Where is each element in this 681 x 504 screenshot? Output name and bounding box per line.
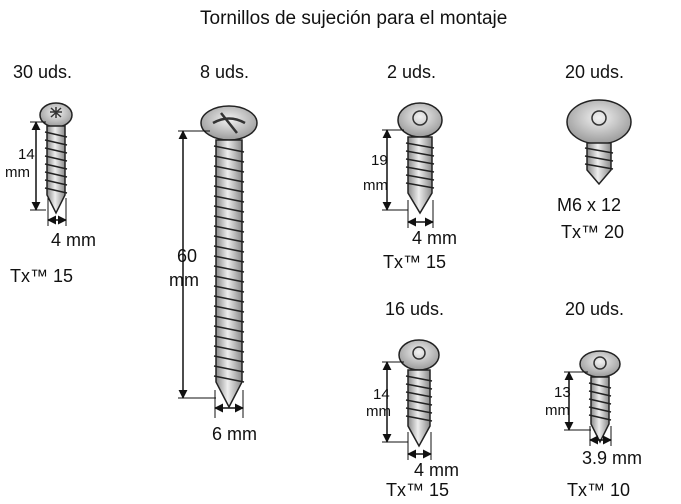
- screw-6-diameter: 3.9 mm: [582, 448, 643, 468]
- screw-3-quantity: 2 uds.: [387, 62, 437, 82]
- page-title: Tornillos de sujeción para el montaje: [200, 8, 508, 29]
- screw-1-quantity: 30 uds.: [13, 62, 73, 82]
- screw-4-quantity: 20 uds.: [565, 62, 625, 82]
- screw-3-drawing: [382, 102, 443, 228]
- screw-1-diameter: 4 mm: [51, 230, 96, 250]
- screw-3-length-unit: mm: [363, 177, 388, 194]
- screw-4-drive: Tx™ 20: [561, 222, 625, 242]
- screw-2-diameter: 6 mm: [212, 424, 257, 444]
- screw-6-drawing: [564, 350, 621, 446]
- screw-6-quantity: 20 uds.: [565, 299, 625, 319]
- screw-2-quantity: 8 uds.: [200, 62, 250, 82]
- screw-6-drive: Tx™ 10: [567, 480, 631, 500]
- screw-3-length: 19: [371, 152, 388, 169]
- screw-5-diameter: 4 mm: [414, 460, 459, 480]
- screw-2-length: 60: [177, 246, 198, 266]
- screw-5-drive: Tx™ 15: [386, 480, 450, 500]
- screw-1-drawing: [30, 102, 73, 226]
- screw-1-length-unit: mm: [5, 164, 30, 181]
- screw-2-drawing: [178, 105, 258, 418]
- screw-5-quantity: 16 uds.: [385, 299, 445, 319]
- screw-2-length-unit: mm: [169, 270, 199, 290]
- screw-1-drive: Tx™ 15: [10, 266, 74, 286]
- screw-4-size: M6 x 12: [557, 195, 622, 215]
- screw-6-length: 13: [554, 384, 571, 401]
- screw-3-diameter: 4 mm: [412, 228, 457, 248]
- screw-3-drive: Tx™ 15: [383, 252, 447, 272]
- screw-1-length: 14: [18, 146, 35, 163]
- screw-5-length-unit: mm: [366, 403, 391, 420]
- screw-5-length: 14: [373, 386, 390, 403]
- screw-6-length-unit: mm: [545, 402, 570, 419]
- screw-5-drawing: [382, 339, 440, 460]
- screw-4-drawing: [566, 99, 632, 186]
